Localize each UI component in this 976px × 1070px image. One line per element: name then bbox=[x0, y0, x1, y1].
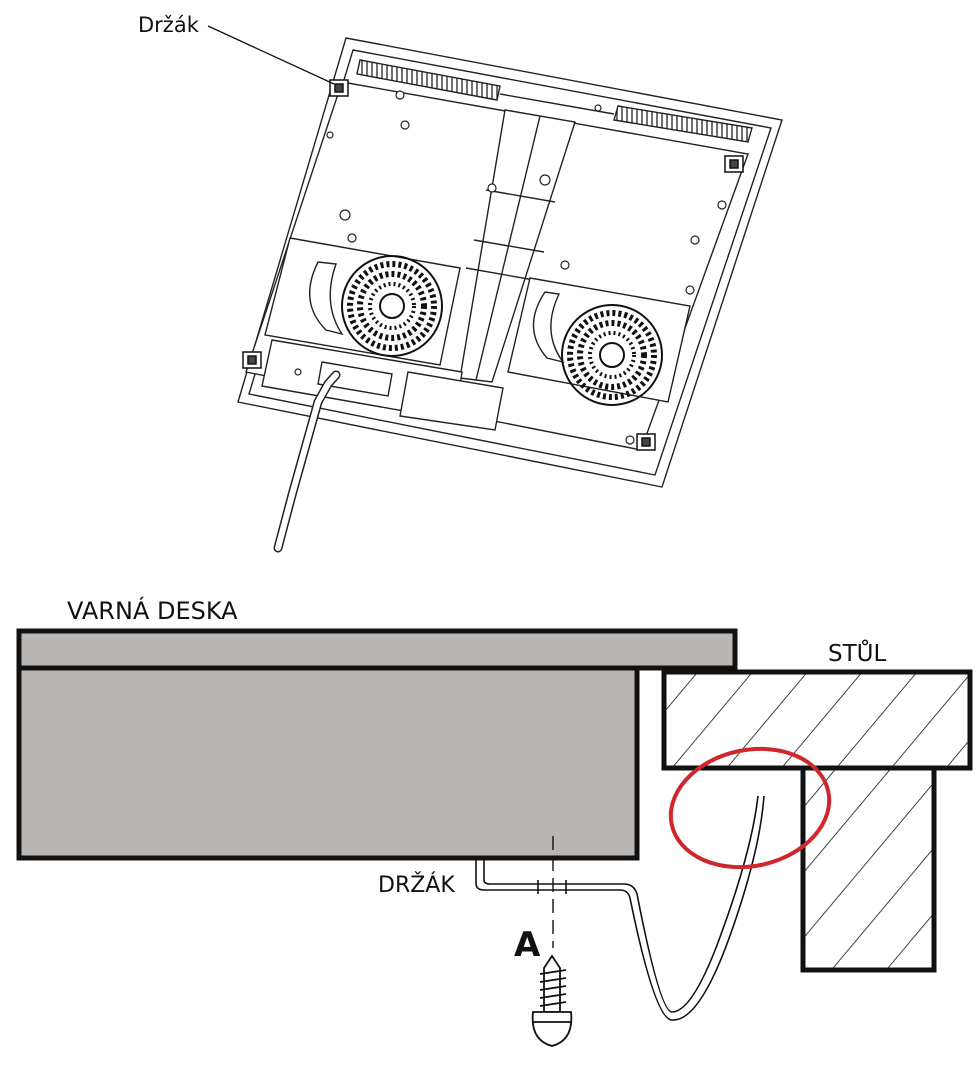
vent-left bbox=[356, 59, 501, 101]
label-top-bracket: Držák bbox=[138, 13, 200, 37]
leader-top-bracket bbox=[207, 25, 335, 85]
corner-brackets bbox=[242, 79, 744, 451]
bracket-section bbox=[475, 795, 765, 1021]
hob-glass bbox=[16, 628, 738, 671]
fan-right bbox=[561, 304, 663, 406]
label-table: STŮL bbox=[828, 638, 886, 667]
vent-right bbox=[613, 105, 753, 143]
label-axis-a: A bbox=[514, 925, 541, 965]
screw-icon bbox=[531, 954, 573, 1047]
label-hob: VARNÁ DESKA bbox=[67, 596, 238, 625]
mounting-holes bbox=[294, 90, 727, 445]
highlight-circle bbox=[668, 746, 832, 870]
label-bracket: DRŽÁK bbox=[378, 872, 455, 898]
table-top bbox=[661, 669, 973, 771]
hob-body-section bbox=[16, 665, 640, 861]
cable-box bbox=[261, 339, 504, 431]
table-leg bbox=[800, 765, 937, 973]
fan-left bbox=[341, 255, 443, 357]
hob-underside-view bbox=[237, 37, 783, 488]
